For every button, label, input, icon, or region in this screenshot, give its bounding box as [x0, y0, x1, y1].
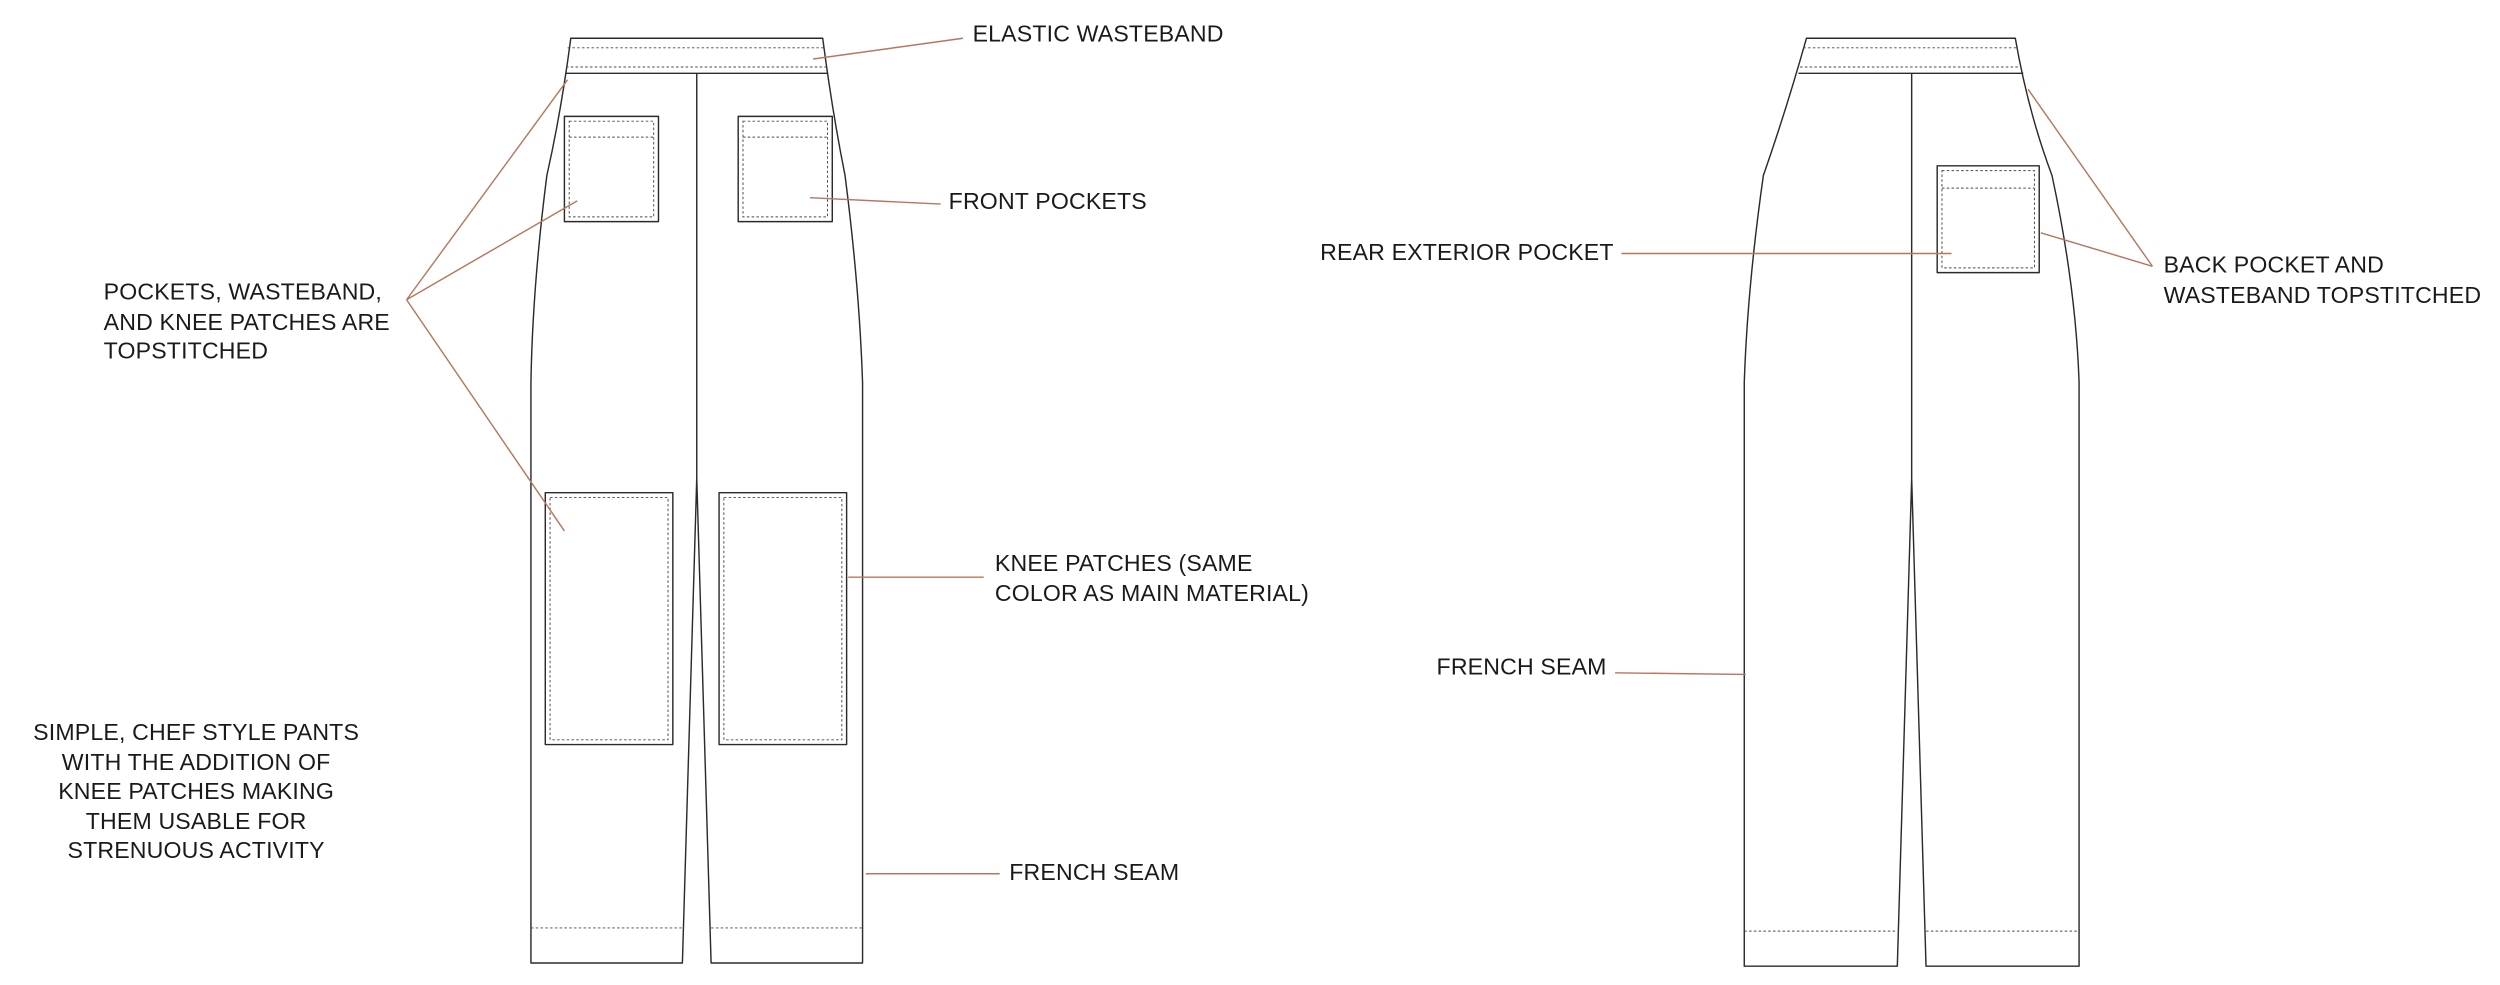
- label-topstitched-line: TOPSTITCHED: [103, 339, 269, 366]
- label-front-french-seam: FRENCH SEAM: [1009, 860, 1180, 887]
- front-left-pocket: [563, 115, 660, 223]
- left-knee-patch-topstitch: [549, 496, 669, 741]
- label-knee-patches-line: COLOR AS MAIN MATERIAL): [994, 581, 1310, 607]
- front-right-pocket-topstitch: [742, 120, 828, 218]
- label-topstitched: POCKETS, WASTEBAND, AND KNEE PATCHES ARE…: [104, 279, 390, 367]
- label-back-topstitched-line: BACK POCKET AND: [2163, 253, 2384, 280]
- right-knee-patch: [718, 491, 848, 746]
- label-rear-pocket: REAR EXTERIOR POCKET: [1320, 240, 1614, 267]
- leader-topstitched-pocket: [406, 200, 578, 301]
- leader-back-topstitched-waistband: [2027, 88, 2154, 267]
- back-pants-outline: [1743, 37, 2080, 967]
- label-front-pockets: FRONT POCKETS: [948, 189, 1147, 216]
- description-line: SIMPLE, CHEF STYLE PANTS: [33, 720, 360, 747]
- rear-exterior-pocket: [1936, 165, 2040, 274]
- description-line: THEM USABLE FOR: [85, 809, 307, 835]
- front-pants-outline: [530, 37, 864, 964]
- front-right-pocket: [737, 115, 833, 223]
- leader-back-topstitched-pocket: [2040, 232, 2153, 267]
- label-back-french-seam: FRENCH SEAM: [1436, 655, 1607, 681]
- label-knee-patches: KNEE PATCHES (SAME COLOR AS MAIN MATERIA…: [995, 550, 1309, 609]
- callout-leaders: [405, 37, 2154, 875]
- description-line: STRENUOUS ACTIVITY: [67, 838, 325, 865]
- back-pants: [1743, 37, 2080, 967]
- leader-elastic-wasteband: [813, 37, 964, 60]
- label-elastic-wasteband: ELASTIC WASTEBAND: [972, 22, 1224, 48]
- rear-pocket-topstitch: [1941, 170, 2035, 269]
- left-knee-patch: [544, 491, 674, 746]
- leader-topstitched-knee: [405, 299, 566, 532]
- description-line: WITH THE ADDITION OF: [61, 750, 331, 776]
- label-back-topstitched: BACK POCKET AND WASTEBAND TOPSTITCHED: [2164, 252, 2482, 311]
- label-topstitched-line: AND KNEE PATCHES ARE: [103, 310, 390, 336]
- leader-back-french-seam: [1615, 672, 1746, 676]
- label-back-topstitched-line: WASTEBAND TOPSTITCHED: [2163, 283, 2482, 309]
- right-knee-patch-topstitch: [723, 496, 843, 741]
- garment-description: SIMPLE, CHEF STYLE PANTS WITH THE ADDITI…: [0, 719, 392, 866]
- leader-front-pockets: [809, 196, 941, 205]
- front-left-pocket-topstitch: [568, 120, 655, 218]
- label-knee-patches-line: KNEE PATCHES (SAME: [994, 551, 1253, 578]
- description-line: KNEE PATCHES MAKING: [58, 779, 334, 806]
- front-pants: [530, 37, 864, 964]
- leader-topstitched-waistband: [405, 79, 569, 301]
- label-topstitched-line: POCKETS, WASTEBAND,: [103, 280, 383, 307]
